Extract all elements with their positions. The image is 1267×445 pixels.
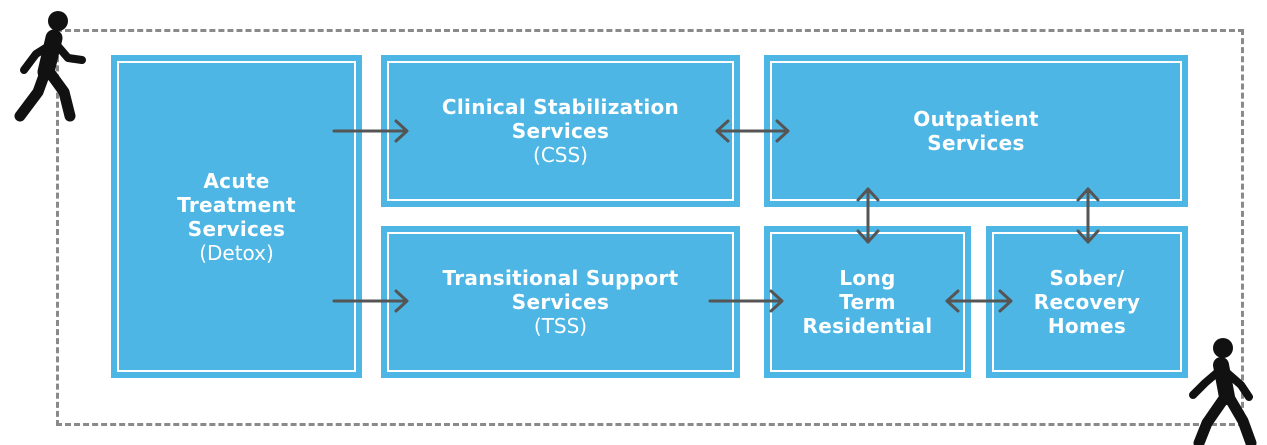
transitional-support-services-box: Transitional Support Services (TSS) — [381, 226, 740, 378]
sober-recovery-homes-box: Sober/ Recovery Homes — [986, 226, 1188, 378]
long-term-residential-box: Long Term Residential — [764, 226, 971, 378]
box-title-line: Clinical Stabilization — [441, 95, 680, 119]
dashed-border-frame — [56, 29, 1244, 426]
box-title-line: Services — [927, 131, 1025, 155]
walking-person-icon — [1189, 338, 1257, 445]
box-title-line: Treatment — [177, 192, 296, 217]
box-title-line: Homes — [1047, 314, 1127, 338]
box-subtitle: (TSS) — [533, 314, 588, 338]
box-title-line: Long — [839, 266, 896, 290]
box-title-line: Outpatient — [913, 107, 1039, 131]
acute-treatment-services-box: Acute Treatment Services (Detox) — [111, 55, 362, 378]
box-title-line: Services — [511, 290, 610, 314]
box-title-line: Residential — [802, 314, 933, 338]
walking-person-icon — [14, 11, 86, 122]
arrow-long-term-sober — [945, 289, 1013, 313]
box-title-line: Services — [187, 216, 286, 241]
arrow-outpatient-long-term — [856, 187, 880, 244]
arrow-css-outpatient — [715, 119, 790, 143]
box-title-line: Term — [839, 290, 896, 314]
arrow-tss-to-long-term — [708, 289, 784, 313]
box-title-line: Services — [511, 119, 610, 143]
box-title-line: Recovery — [1033, 290, 1141, 314]
box-title-line: Transitional Support — [442, 266, 679, 290]
clinical-stabilization-services-box: Clinical Stabilization Services (CSS) — [381, 55, 740, 207]
outpatient-services-box: Outpatient Services — [764, 55, 1188, 207]
box-title-line: Acute — [203, 168, 270, 193]
box-title-line: Sober/ — [1049, 266, 1125, 290]
arrow-detox-to-css — [332, 119, 409, 143]
arrow-outpatient-sober — [1076, 187, 1100, 244]
arrow-detox-to-tss — [332, 289, 409, 313]
box-subtitle: (CSS) — [533, 143, 588, 167]
box-subtitle: (Detox) — [199, 240, 274, 265]
